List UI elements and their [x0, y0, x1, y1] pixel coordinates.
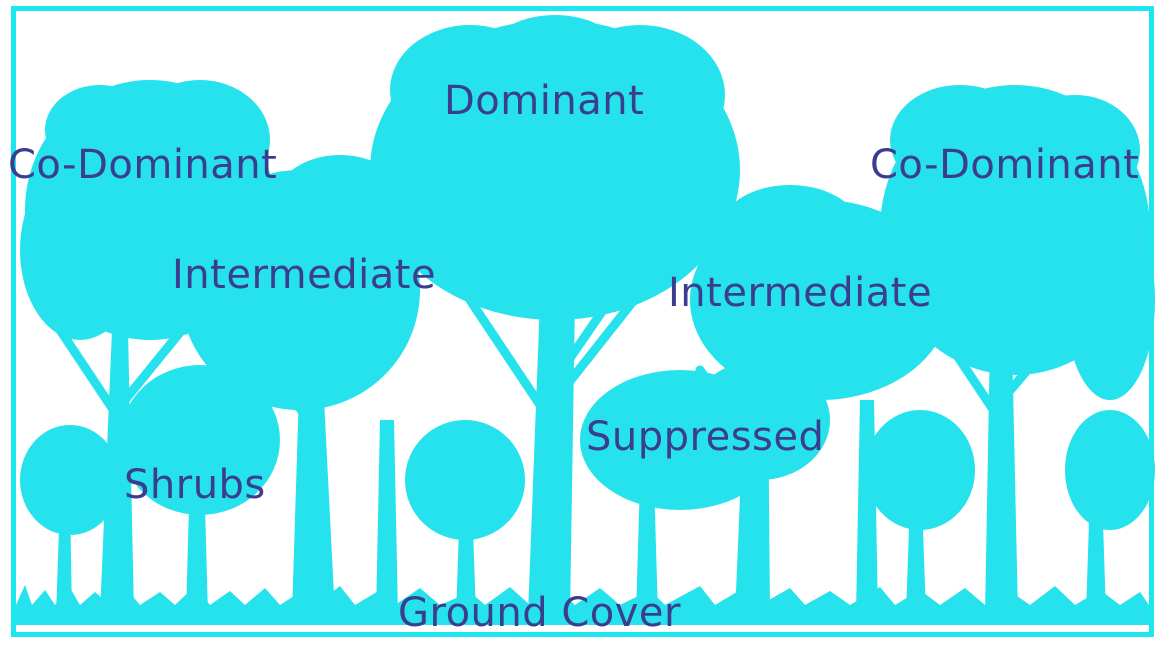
label-intermediate-left: Intermediate: [172, 252, 436, 298]
label-shrubs: Shrubs: [124, 462, 266, 508]
label-suppressed: Suppressed: [586, 414, 824, 460]
label-co-dominant-left: Co-Dominant: [8, 142, 277, 188]
label-co-dominant-right: Co-Dominant: [870, 142, 1139, 188]
label-ground-cover: Ground Cover: [398, 590, 681, 636]
label-dominant: Dominant: [444, 78, 644, 124]
label-intermediate-right: Intermediate: [668, 270, 932, 316]
